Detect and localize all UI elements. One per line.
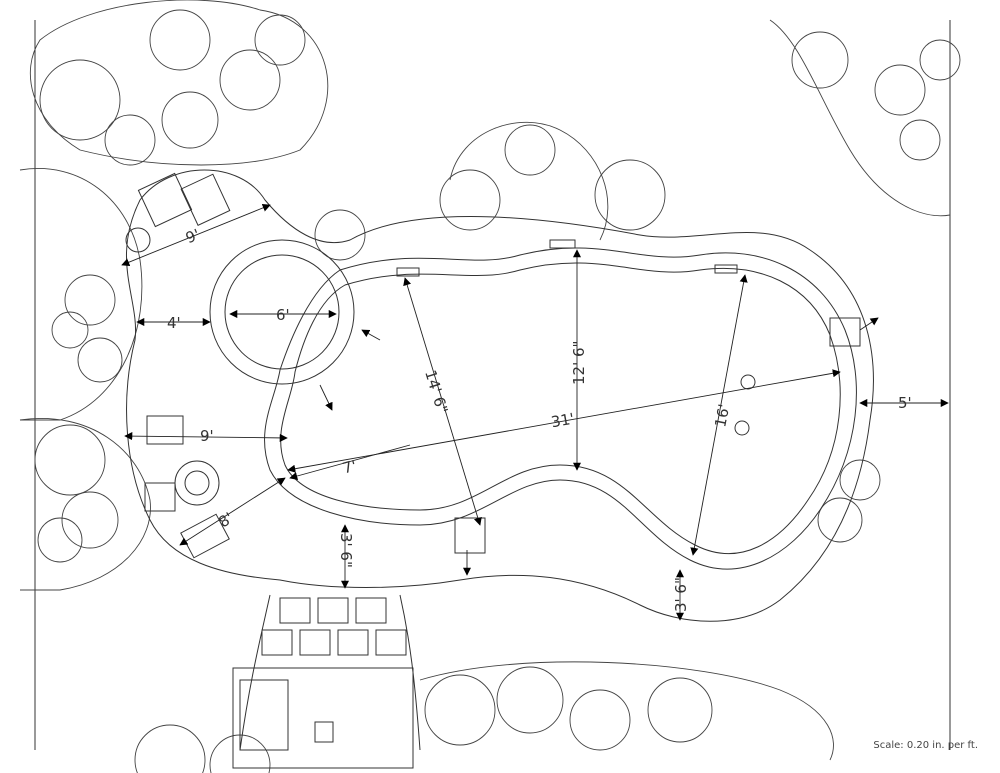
dim-label-walkway: 4': [167, 314, 181, 332]
chair: [146, 415, 184, 445]
return-jet: [549, 239, 576, 249]
pavers: [261, 597, 407, 656]
drain: [734, 420, 750, 436]
patio-walk: [239, 594, 421, 751]
dim-label-pool-width-right: 16': [711, 403, 733, 429]
skimmer: [454, 517, 486, 554]
dimension-lines: [121, 203, 949, 621]
outdoor-sofa: [239, 679, 289, 751]
dim-label-pool-inner: 7': [341, 457, 359, 478]
return-jet: [396, 267, 420, 277]
drain: [740, 374, 756, 390]
dim-label-pool-width-middle: 12' 6": [570, 341, 588, 385]
dim-label-pool-length: 31': [550, 410, 576, 432]
trees: [19, 0, 961, 773]
lounge-chair: [137, 172, 193, 228]
dim-label-spa: 6': [276, 306, 290, 324]
fire-pit: [174, 460, 220, 506]
house-patio: [232, 667, 414, 769]
planter: [314, 721, 334, 743]
scale-label: Scale: 0.20 in. per ft.: [873, 740, 978, 751]
dim-label-deck-left: 9': [200, 427, 214, 445]
lounge-chair: [180, 173, 231, 226]
pool-coping: [264, 247, 857, 570]
return-jet: [714, 264, 738, 274]
chair: [144, 482, 176, 512]
pool-water: [280, 262, 841, 555]
spa-inner: [224, 254, 340, 370]
fire-pit-inner: [184, 470, 210, 496]
spa-outer: [209, 239, 355, 385]
dim-label-pool-width-left: 14' 6": [421, 368, 451, 416]
skimmer: [829, 317, 861, 347]
dim-label-deck-bottom-left: 3' 6": [337, 533, 355, 568]
dim-label-fire-area: 8': [215, 509, 236, 532]
dim-label-lounge: 9': [183, 225, 202, 247]
pool-deck: [126, 169, 874, 622]
dim-label-deck-bottom-right: 3' 6": [672, 577, 690, 612]
dim-label-deck-right: 5': [898, 394, 912, 412]
planter-pot: [125, 227, 151, 253]
